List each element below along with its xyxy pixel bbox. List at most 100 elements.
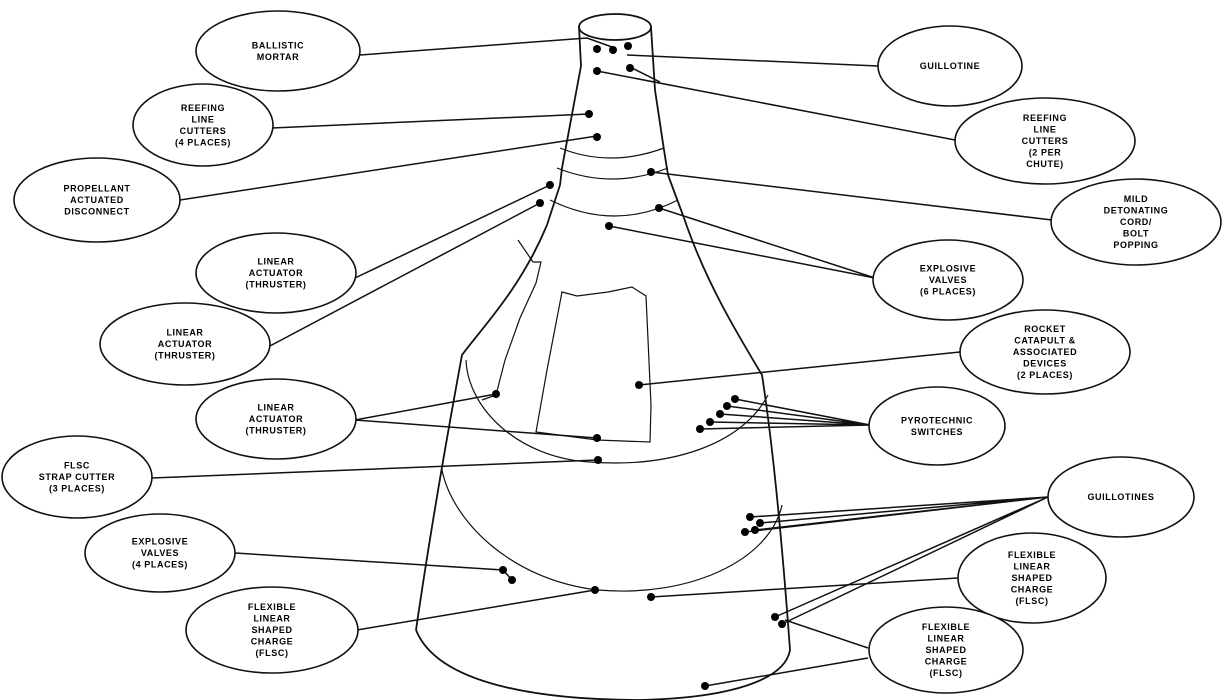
nose-band-1	[559, 147, 665, 159]
leader-actuator-2	[267, 202, 541, 348]
point-guillotines-2	[756, 519, 764, 527]
top-hatch-rim	[578, 13, 652, 41]
label-line: EXPLOSIVE	[132, 537, 188, 547]
label-line: FLEXIBLE	[922, 622, 970, 632]
point-reefing-2b	[626, 64, 634, 72]
point-flsc-right	[647, 593, 655, 601]
label-line: STRAP CUTTER	[39, 472, 116, 482]
label-line: VALVES	[929, 275, 967, 285]
body-ring-lower	[441, 469, 783, 592]
callout-guillotines-ellipse	[1047, 456, 1195, 538]
callout-rocket-catapult-ellipse	[959, 309, 1131, 395]
point-strap-cutter	[594, 456, 602, 464]
callout-explosive-valves-6-ellipse	[872, 239, 1024, 321]
label-line: FLEXIBLE	[1008, 550, 1056, 560]
callout-flsc-right-ellipse	[957, 532, 1107, 624]
label-line: LINE	[192, 114, 215, 124]
leader-explosive-6a	[658, 207, 876, 279]
label-line: CHARGE	[251, 637, 294, 647]
point-actuator-1	[546, 181, 554, 189]
point-explosive-6a	[655, 204, 663, 212]
label-line: REEFING	[181, 103, 225, 113]
point-guillotines-3	[741, 528, 749, 536]
label-line: EXPLOSIVE	[920, 264, 976, 274]
label-line: DISCONNECT	[64, 207, 130, 217]
callout-flsc-bottom-ellipse	[868, 606, 1024, 694]
label-line: MORTAR	[257, 52, 299, 62]
point-pyro-1	[696, 425, 704, 433]
label-line: BALLISTIC	[252, 40, 304, 50]
leader-guillotines	[744, 496, 1049, 625]
label-line: PROPELLANT	[63, 184, 130, 194]
leader-pyro	[699, 398, 871, 430]
label-line: PYROTECHNIC	[901, 415, 973, 425]
label-line: CORD/	[1120, 217, 1152, 227]
leader-reefing-2	[596, 70, 956, 141]
label-line: (6 PLACES)	[920, 287, 976, 297]
point-actuator-2	[536, 199, 544, 207]
point-explosive-4a	[499, 566, 507, 574]
heat-shield	[415, 629, 791, 700]
leader-explosive-6b	[608, 225, 876, 279]
callout-ballistic-mortar: BALLISTIC MORTAR	[195, 10, 361, 92]
point-explosive-4b	[508, 576, 516, 584]
leader-explosive-4	[234, 552, 513, 581]
leader-strap-cutter	[151, 459, 599, 479]
label-line: ACTUATED	[70, 195, 124, 205]
callout-linear-actuator-2-ellipse	[99, 302, 271, 386]
label-line: (THRUSTER)	[246, 280, 307, 290]
label-line: FLEXIBLE	[248, 602, 296, 612]
callout-linear-actuator-1-ellipse	[195, 232, 357, 314]
point-reefing-2a	[593, 67, 601, 75]
label-line: LINEAR	[166, 328, 203, 338]
label-line: DEVICES	[1023, 359, 1067, 369]
label-line: (4 PLACES)	[132, 560, 188, 570]
point-mortar-2	[609, 46, 617, 54]
label-line: DETONATING	[1104, 206, 1169, 216]
callout-explosive-valves-4-ellipse	[84, 513, 236, 593]
nose-section	[546, 65, 685, 226]
label-line: LINEAR	[253, 614, 290, 624]
label-line: (2 PLACES)	[1017, 370, 1073, 380]
point-actuator-3a	[492, 390, 500, 398]
leader-rocket	[638, 351, 961, 386]
callout-guillotines: GUILLOTINES	[1047, 456, 1195, 538]
callout-flsc-strap-cutter-ellipse	[1, 435, 153, 519]
label-line: (4 PLACES)	[175, 137, 231, 147]
point-flsc-left	[591, 586, 599, 594]
top-hatch-left-edge	[578, 26, 582, 67]
label-line: GUILLOTINE	[920, 61, 981, 71]
conical-body	[415, 217, 791, 651]
label-line: LINEAR	[927, 634, 964, 644]
leader-ballistic-mortar	[359, 37, 613, 56]
label-line: MILD	[1124, 194, 1148, 204]
label-line: ACTUATOR	[158, 339, 212, 349]
window-panel	[535, 286, 652, 443]
point-guillotines-4	[751, 526, 759, 534]
label-line: SHAPED	[1011, 573, 1052, 583]
leader-reefing-4	[271, 113, 590, 129]
point-propellant	[593, 133, 601, 141]
label-line: (FLSC)	[255, 648, 288, 658]
callout-linear-actuator-3-ellipse	[195, 378, 357, 460]
leader-mild-cord	[650, 171, 1053, 221]
